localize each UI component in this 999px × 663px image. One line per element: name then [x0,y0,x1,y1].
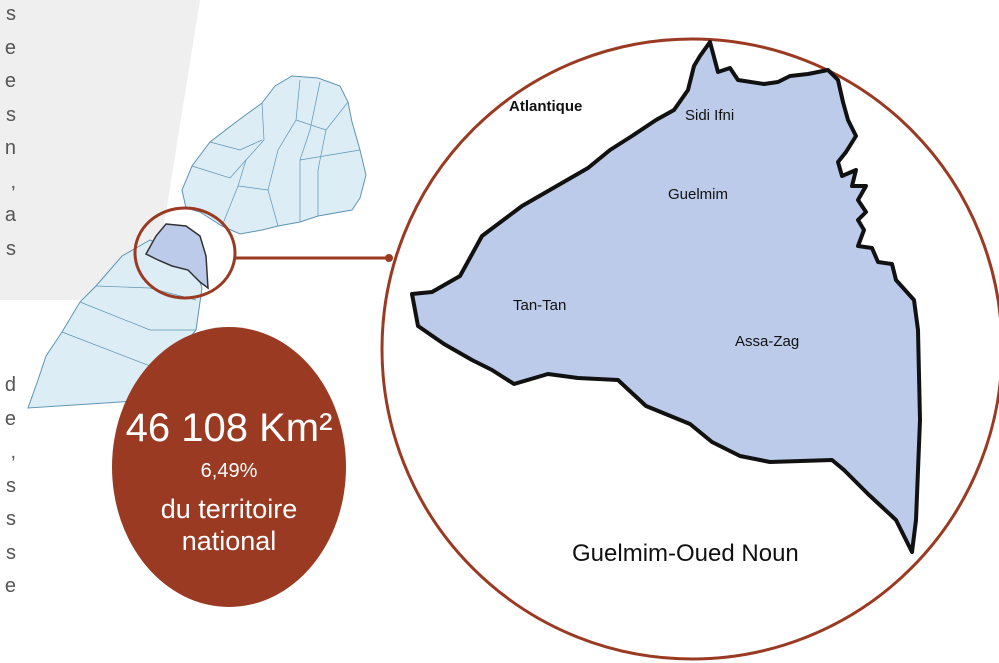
text-fragment: e [4,36,16,59]
text-fragment: d [4,374,16,396]
text-fragment: , [10,170,16,193]
region-name: Guelmim-Oued Noun [572,540,799,567]
text-fragment: s [6,508,16,530]
label-assa-zag: Assa-Zag [735,333,800,350]
text-fragment: e [4,575,16,597]
morocco-region-borders [61,79,361,367]
label-tan-tan: Tan-Tan [513,297,567,314]
overview-highlight-ring [133,206,237,300]
text-fragment: , [10,441,16,463]
label-sidi-ifni: Sidi Ifni [685,107,735,124]
area-badge: 46 108 Km² 6,49% du territoire national [112,327,346,607]
text-fragment: e [4,70,16,92]
region-map-guelmim-oued-noun [410,40,922,554]
area-value: 46 108 Km² [125,406,333,450]
label-atlantique: Atlantique [509,98,583,115]
zoom-ring [380,37,999,661]
text-fragment: s [6,541,16,564]
text-fragment: s [6,3,16,25]
morocco-north-regions [181,75,367,235]
overview-guelmim-oued-noun [144,223,209,290]
text-fragment: s [6,474,16,497]
area-caption: du territoire national [160,494,298,556]
text-fragment: s [6,103,16,126]
area-percent: 6,49% [200,460,258,482]
callout-connector-dot [385,254,393,262]
text-fragment: n [4,137,16,159]
text-fragment: a [4,204,16,226]
text-fragment: e [4,407,16,430]
label-guelmim: Guelmim [668,186,729,203]
text-fragment: s [6,237,16,260]
